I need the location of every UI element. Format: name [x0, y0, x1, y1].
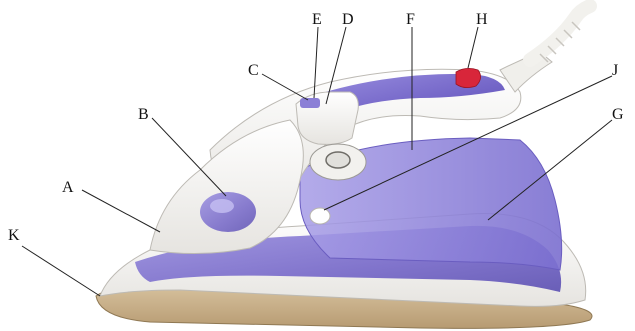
leader-k [22, 246, 100, 296]
steam-burst-button [300, 98, 320, 108]
label-b: B [138, 106, 149, 123]
label-e: E [312, 11, 322, 28]
label-k: K [8, 227, 20, 244]
leader-a [82, 190, 160, 232]
leader-c [262, 74, 308, 100]
label-g: G [612, 106, 624, 123]
label-d: D [342, 11, 354, 28]
iron-illustration [96, 6, 592, 328]
water-fill-cap [310, 208, 330, 224]
label-c: C [248, 62, 259, 79]
leader-h [468, 27, 478, 68]
self-clean-button [456, 68, 481, 87]
label-h: H [476, 11, 488, 28]
spray-button-highlight [210, 199, 234, 213]
label-f: F [406, 11, 415, 28]
label-a: A [62, 179, 74, 196]
power-cord [530, 6, 590, 60]
temperature-dial-knob [326, 152, 350, 168]
label-j: J [612, 62, 618, 79]
